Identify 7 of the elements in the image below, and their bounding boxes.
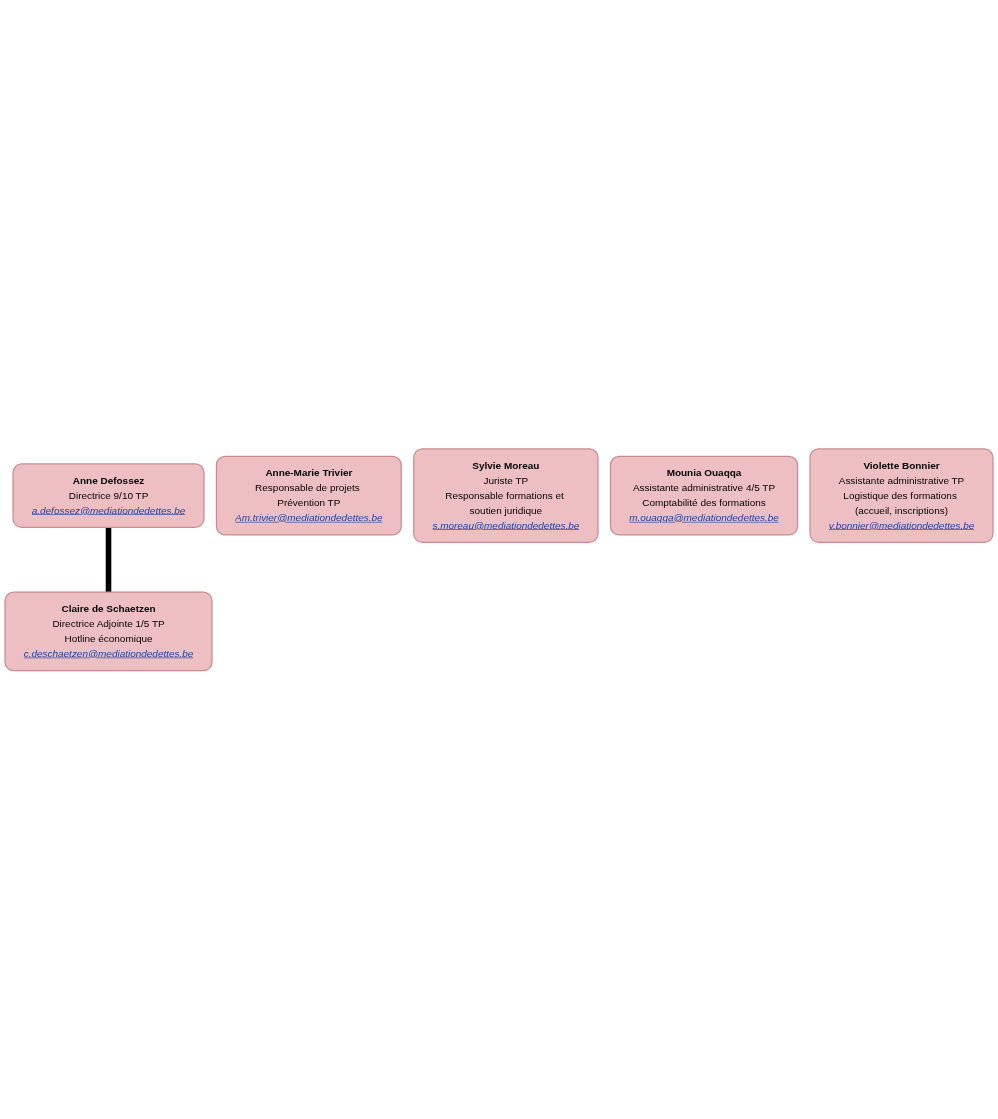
node-box: Violette Bonnier Assistante administrative TP Logistique des formations (accueil, inscriptions) v.bonnier@mediationdedettes.be bbox=[809, 448, 994, 543]
node-box: Sylvie Moreau Juriste TP Responsable formations et soutien juridique s.moreau@mediationdedettes.be bbox=[413, 448, 599, 543]
node-box: Anne-Marie Trivier Responsable de projets Prévention TP Am.trivier@mediationdedettes.be bbox=[215, 455, 402, 536]
node-box: Mounia Ouaqqa Assistante administrative 4/5 TP Comptabilité des formations m.ouaqqa@mediationdedettes.be bbox=[609, 455, 799, 536]
node-box: Anne Defossez Directrice 9/10 TP a.defossez@mediationdedettes.be bbox=[12, 462, 205, 528]
node-box: Claire de Schaetzen Directrice Adjointe 1/5 TP Hotline économique c.deschaetzen@mediationdedettes.be bbox=[4, 591, 213, 671]
connector bbox=[105, 527, 112, 592]
